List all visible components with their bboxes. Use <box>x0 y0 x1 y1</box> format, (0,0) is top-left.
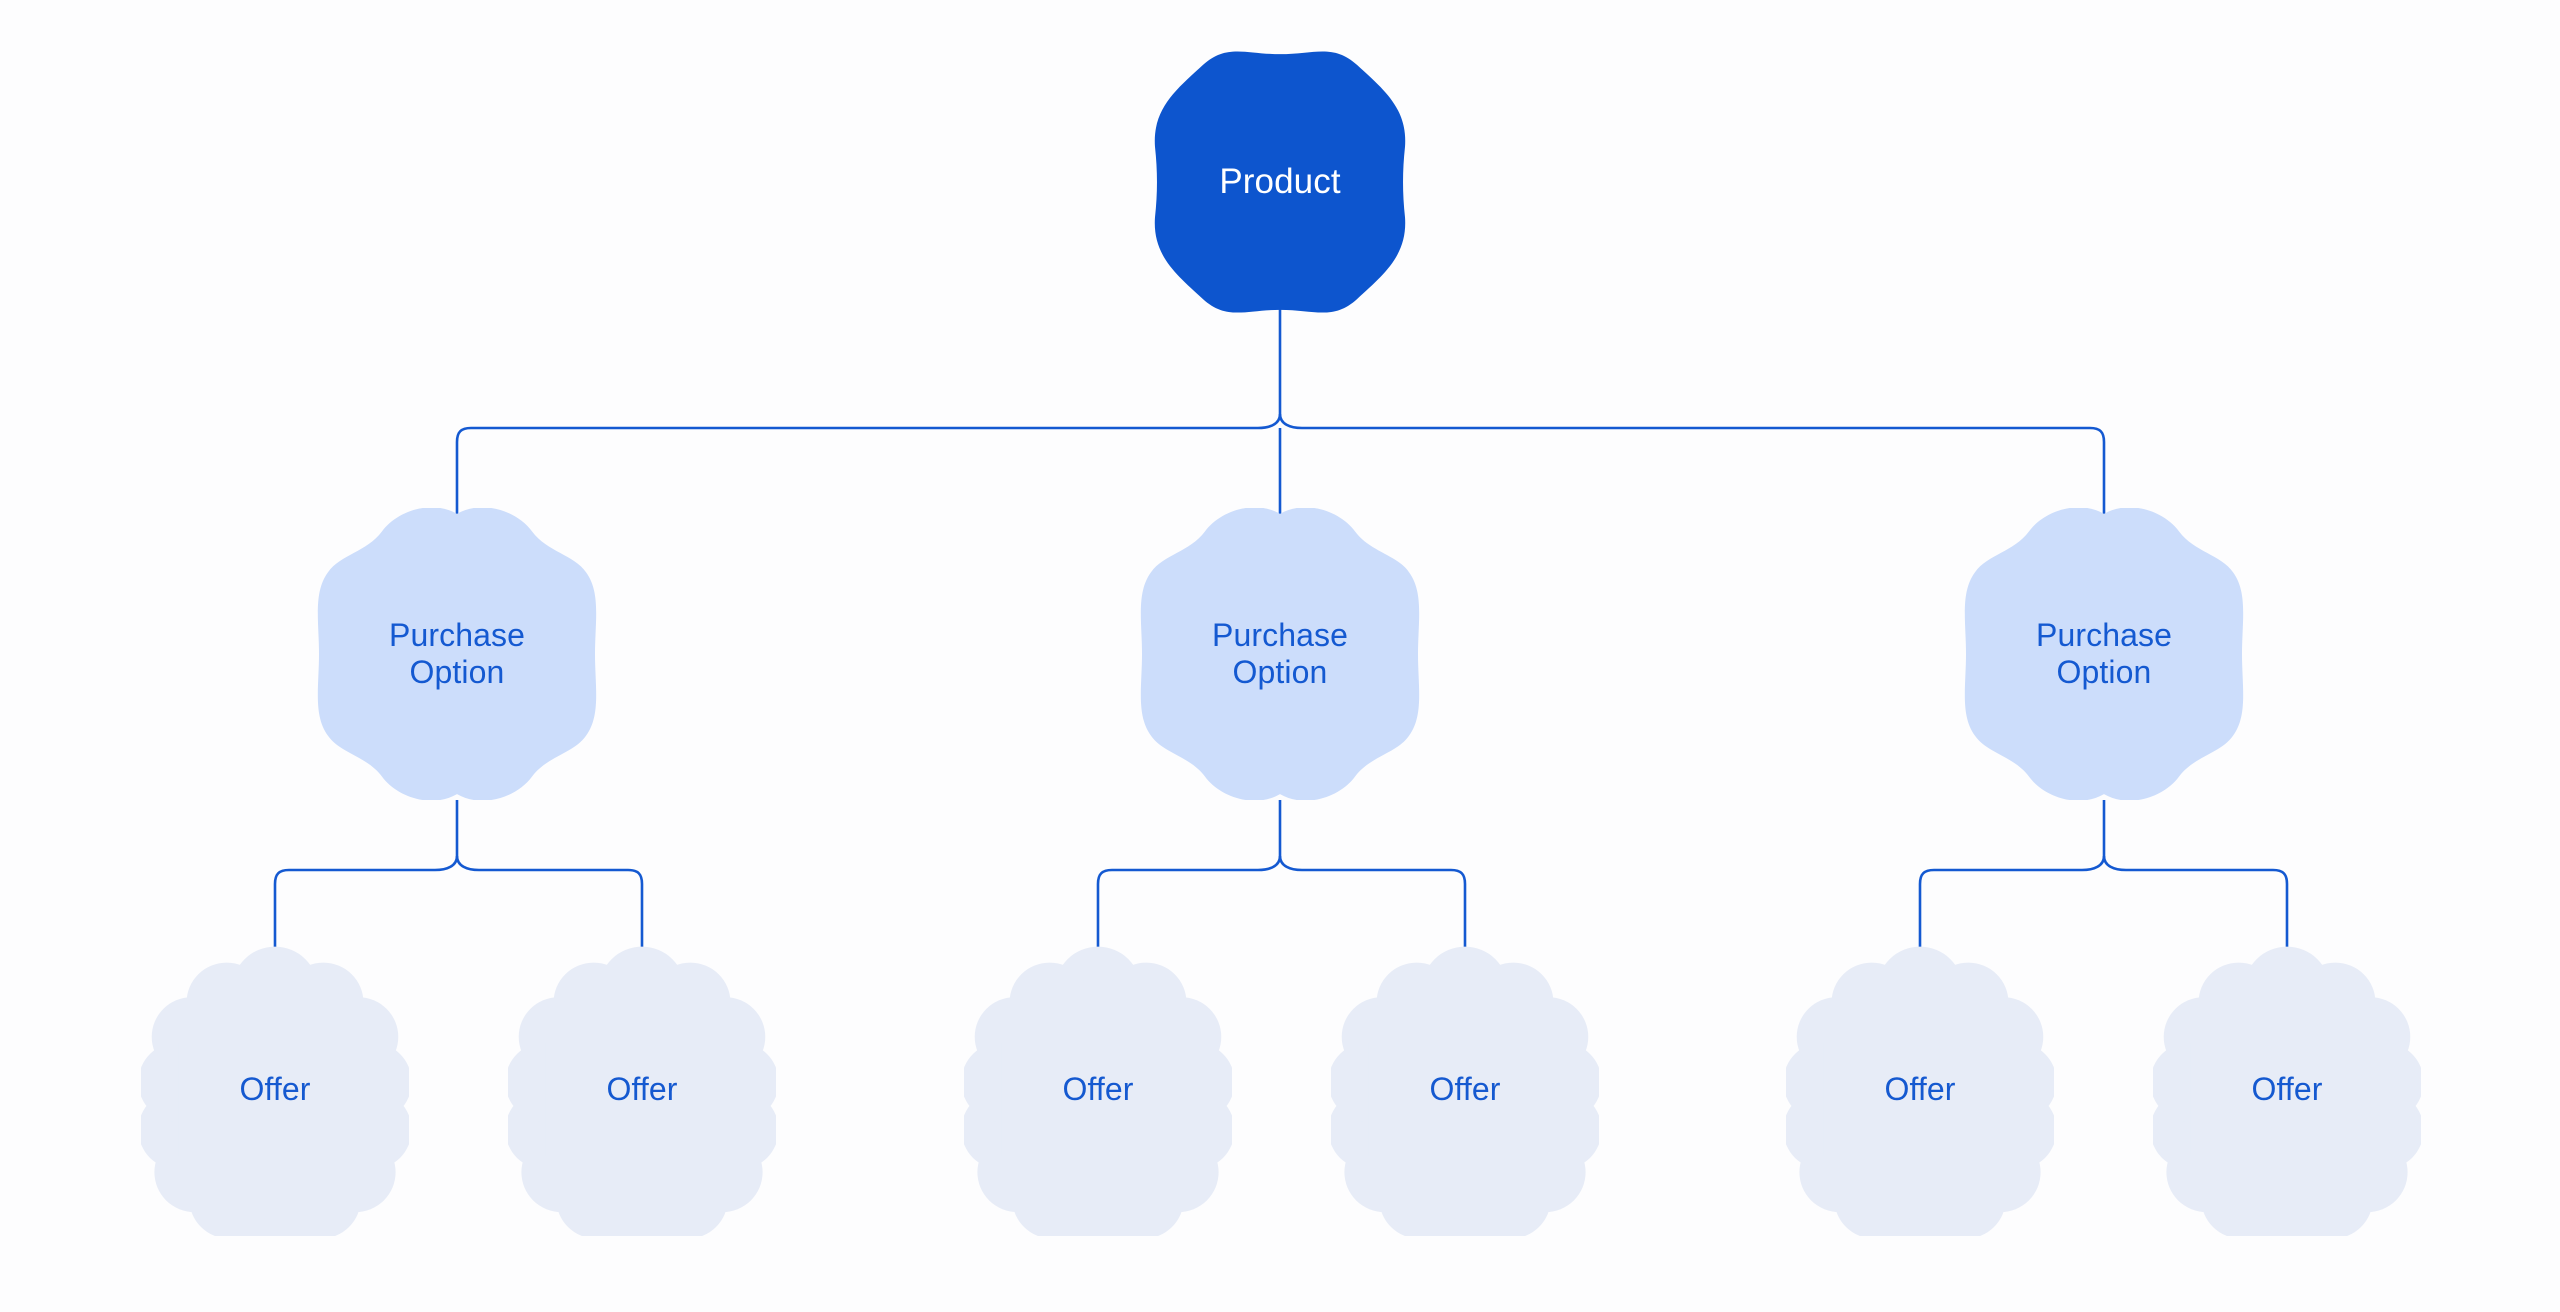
node-label: Purchase Option <box>2036 616 2172 690</box>
node-label: Offer <box>2251 1071 2323 1108</box>
wire-po1-to-offer2 <box>479 868 644 952</box>
wire-trunk-tee-right <box>1278 413 1303 430</box>
scalloped-ellipse-shape <box>2153 946 2421 1236</box>
node-offer-5[interactable]: Offer <box>1786 944 2054 1236</box>
scalloped-ellipse-shape <box>141 946 409 1236</box>
wire-po3-tee-left <box>2081 855 2106 872</box>
node-label: Offer <box>1062 1071 1134 1108</box>
wire-trunk-tee-left <box>1257 413 1282 430</box>
wire-po2-tee-left <box>1257 855 1282 872</box>
node-offer-6[interactable]: Offer <box>2153 944 2421 1236</box>
wire-po1-to-offer1 <box>273 868 435 952</box>
eight-lobe-flower-shape <box>1140 508 1420 800</box>
eight-lobe-flower-shape <box>317 508 597 800</box>
wire-po3-to-offer5 <box>1918 868 2082 952</box>
four-lobe-squircle-shape <box>1154 51 1406 313</box>
node-label: Purchase Option <box>1212 616 1348 690</box>
wire-po3-tee-right <box>2102 855 2127 872</box>
wire-po2-to-offer3 <box>1096 868 1258 952</box>
wire-po1-tee-right <box>455 855 480 872</box>
node-product[interactable]: Product <box>1147 46 1413 318</box>
scalloped-ellipse-shape <box>508 946 776 1236</box>
wire-po1-tee-left <box>434 855 459 872</box>
node-purchase-option-3[interactable]: Purchase Option <box>1954 508 2254 800</box>
wire-trunk-right <box>1302 426 2106 516</box>
node-label: Offer <box>1884 1071 1956 1108</box>
eight-lobe-flower-shape <box>1964 508 2244 800</box>
node-label: Offer <box>239 1071 311 1108</box>
node-label: Offer <box>1429 1071 1501 1108</box>
wire-po3-to-offer6 <box>2126 868 2289 952</box>
scalloped-ellipse-shape <box>1786 946 2054 1236</box>
node-label: Purchase Option <box>389 616 525 690</box>
scalloped-ellipse-shape <box>964 946 1232 1236</box>
node-label: Offer <box>606 1071 678 1108</box>
node-offer-3[interactable]: Offer <box>964 944 1232 1236</box>
node-purchase-option-1[interactable]: Purchase Option <box>307 508 607 800</box>
node-offer-4[interactable]: Offer <box>1331 944 1599 1236</box>
node-label: Product <box>1219 161 1341 201</box>
node-offer-1[interactable]: Offer <box>141 944 409 1236</box>
scalloped-ellipse-shape <box>1331 946 1599 1236</box>
node-offer-2[interactable]: Offer <box>508 944 776 1236</box>
wire-po2-to-offer4 <box>1302 868 1467 952</box>
wire-po2-tee-right <box>1278 855 1303 872</box>
wire-trunk-left <box>455 426 1258 516</box>
node-purchase-option-2[interactable]: Purchase Option <box>1130 508 1430 800</box>
